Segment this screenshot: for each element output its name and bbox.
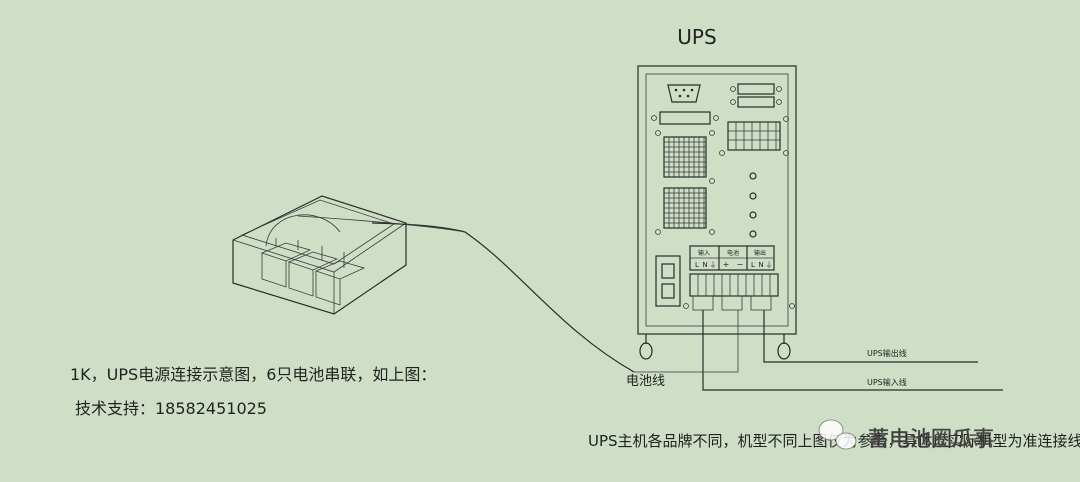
svg-text:⏚: ⏚ — [766, 261, 773, 269]
caption-line-1: 1K，UPS电源连接示意图，6只电池串联，如上图： — [70, 365, 436, 384]
watermark-text: 蓄电池圈瓜事 — [868, 427, 994, 451]
panel-plate-icon — [651, 111, 719, 125]
footer-note: UPS主机各品牌不同，机型不同上图仅为参考，具体以实际机型为准连接线。 — [588, 432, 1080, 450]
port-slots-icon — [730, 83, 782, 108]
cabinet-feet-icon — [639, 334, 791, 360]
indicator-leds-icon — [749, 172, 757, 238]
svg-text:+: + — [723, 260, 730, 269]
terminal-block-icon: 输入 电池 输出 L N ⏚ + − L N ⏚ — [683, 245, 795, 311]
terminal-label-input: 输入 — [698, 249, 710, 257]
watermark: 蓄电池圈瓜事 — [818, 419, 994, 451]
svg-text:N: N — [702, 261, 707, 269]
input-line-label: UPS输入线 — [867, 377, 907, 387]
wires — [297, 215, 1003, 391]
output-line-label: UPS输出线 — [867, 348, 907, 358]
output-line-wire — [763, 310, 978, 363]
svg-text:N: N — [758, 261, 763, 269]
battery-lead-wire — [634, 310, 739, 373]
vent-block-icon — [719, 116, 789, 156]
battery-cable-label: 电池线 — [626, 374, 665, 389]
wechat-icon — [818, 419, 857, 450]
battery-cells-icon — [260, 214, 366, 306]
caption-line-2: 技术支持：18582451025 — [75, 399, 267, 418]
power-switch-icon — [655, 255, 681, 307]
input-line-wire — [702, 310, 1003, 391]
serial-port-icon — [667, 84, 701, 103]
battery-box — [232, 195, 407, 315]
terminal-label-battery: 电池 — [727, 249, 739, 257]
svg-text:L: L — [751, 261, 755, 269]
svg-text:−: − — [737, 260, 744, 269]
diagram-title: UPS — [677, 25, 716, 49]
ups-cabinet: 输入 电池 输出 L N ⏚ + − L N ⏚ — [637, 65, 797, 360]
svg-text:⏚: ⏚ — [710, 261, 717, 269]
battery-cable-wire — [371, 222, 635, 373]
fan-grille-bottom-icon — [655, 187, 715, 235]
svg-text:L: L — [695, 261, 699, 269]
terminal-label-output: 输出 — [754, 249, 766, 257]
fan-grille-top-icon — [655, 130, 715, 184]
